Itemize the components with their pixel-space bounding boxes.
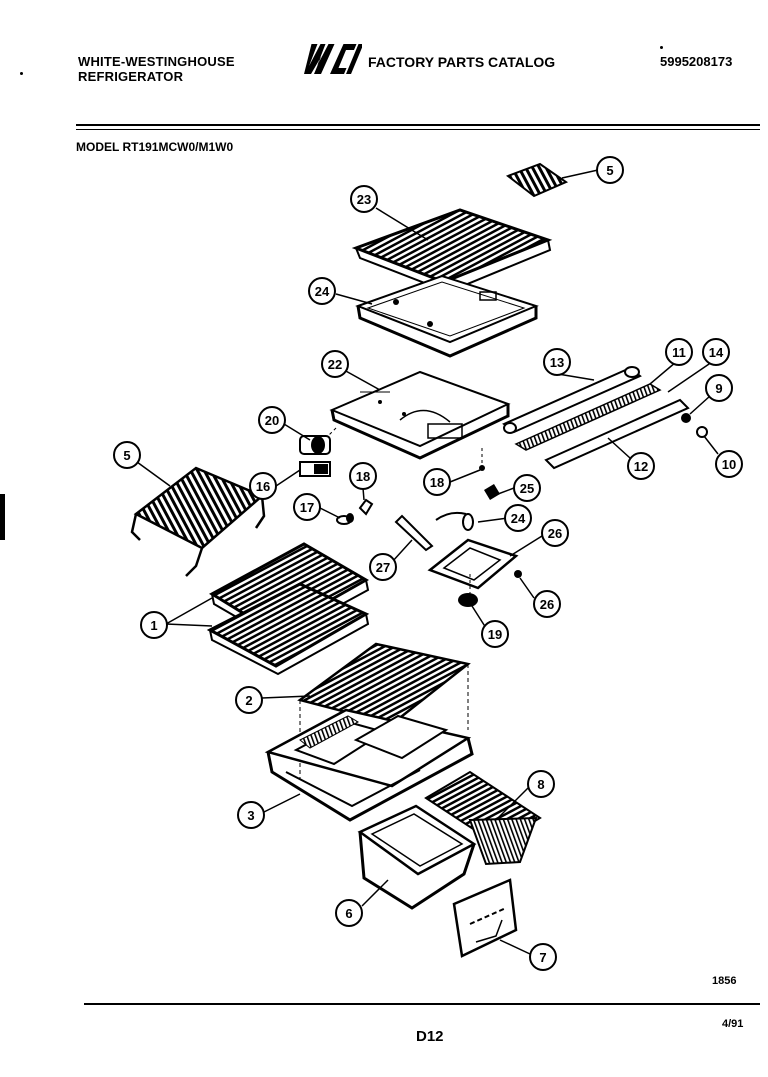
callout-21: 22	[321, 350, 349, 378]
callout-label: 10	[722, 457, 736, 472]
callout-13: 13	[543, 348, 571, 376]
callout-24: 24	[504, 504, 532, 532]
callout-6: 6	[335, 899, 363, 927]
callout-16: 16	[249, 472, 277, 500]
callout-14: 14	[702, 338, 730, 366]
leader-lines	[136, 169, 719, 955]
part-12-channel	[544, 398, 690, 470]
callout-label: 22	[328, 357, 342, 372]
callout-7: 7	[529, 943, 557, 971]
part-24-shaft	[435, 511, 474, 531]
callout-label: 25	[520, 481, 534, 496]
part-21-panel	[327, 370, 511, 471]
callout-18-lower: 18	[423, 468, 451, 496]
callout-label: 13	[550, 355, 564, 370]
callout-label: 9	[715, 381, 722, 396]
callout-label: 7	[539, 950, 546, 965]
part-13-rail	[502, 366, 642, 434]
callout-20: 20	[258, 406, 286, 434]
header-rule-thin	[76, 129, 760, 130]
binding-edge-mark	[0, 494, 5, 540]
callout-label: 8	[537, 777, 544, 792]
scan-speck	[660, 46, 663, 49]
callout-label: 2	[245, 693, 252, 708]
part-11-heater	[514, 383, 662, 451]
part-16-motor-bracket	[299, 461, 331, 477]
callout-label: 19	[488, 627, 502, 642]
part-3-crisper-frame	[264, 708, 474, 822]
callout-26-lower: 26	[533, 590, 561, 618]
part-23-tray	[355, 274, 539, 358]
callout-17: 17	[293, 493, 321, 521]
callout-11: 11	[665, 338, 693, 366]
brand-block: WHITE-WESTINGHOUSE REFRIGERATOR	[78, 54, 235, 84]
callout-label: 24	[315, 284, 330, 299]
callout-label: 24	[511, 511, 526, 526]
part-8-wire-basket	[424, 770, 542, 866]
part-27-bracket	[394, 514, 434, 552]
callout-label: 12	[634, 459, 648, 474]
callout-label: 23	[357, 192, 371, 207]
callout-label: 26	[548, 526, 562, 541]
callout-label: 1	[150, 618, 157, 633]
part-5-wire-rack	[130, 466, 266, 577]
brand-name: WHITE-WESTINGHOUSE	[78, 54, 235, 69]
drawing-code: 1856	[712, 975, 737, 987]
callout-12: 12	[627, 452, 655, 480]
page-number: D12	[416, 1028, 444, 1045]
wci-logo	[304, 44, 362, 74]
part-20-fan-motor	[299, 435, 331, 455]
part-25-knob	[484, 484, 500, 500]
callout-9: 9	[705, 374, 733, 402]
product-type: REFRIGERATOR	[78, 69, 184, 84]
callout-label: 14	[709, 345, 724, 360]
callout-label: 27	[376, 560, 390, 575]
part-7-drawer-front	[452, 878, 518, 958]
callout-27: 27	[369, 553, 397, 581]
part-4-ice-tray	[505, 162, 569, 198]
scan-speck	[20, 72, 23, 75]
callout-label: 3	[247, 808, 254, 823]
callout-26-upper: 26	[541, 519, 569, 547]
part-1-shelf-lower	[206, 582, 370, 676]
callout-label: 18	[430, 475, 444, 490]
callout-1: 1	[140, 611, 168, 639]
callout-23: 24	[308, 277, 336, 305]
callout-3: 3	[237, 801, 265, 829]
footer-rule	[84, 1003, 760, 1005]
callout-10: 10	[715, 450, 743, 478]
callout-2: 2	[235, 686, 263, 714]
callout-label: 5	[606, 163, 613, 178]
part-6-crisper-drawer	[357, 804, 477, 910]
callout-label: 18	[356, 469, 370, 484]
callout-label: 26	[540, 597, 554, 612]
catalog-title: FACTORY PARTS CATALOG	[368, 54, 556, 70]
callout-label: 11	[672, 345, 686, 360]
callout-label: 20	[265, 413, 279, 428]
callout-4: 5	[596, 156, 624, 184]
callout-8: 8	[527, 770, 555, 798]
callout-label: 17	[300, 500, 314, 515]
callout-label: 16	[256, 479, 270, 494]
callout-5: 5	[113, 441, 141, 469]
callout-18-upper: 18	[349, 462, 377, 490]
callout-25: 25	[513, 474, 541, 502]
callout-19: 19	[481, 620, 509, 648]
part-9-10-fasteners	[681, 413, 708, 438]
part-19-control-knob	[458, 593, 478, 607]
header-rule	[76, 124, 760, 126]
callout-label: 5	[123, 448, 130, 463]
callout-label: 6	[345, 906, 352, 921]
revision-date: 4/91	[722, 1018, 744, 1030]
catalog-number: 5995208173	[660, 54, 733, 69]
part-26-damper-housing	[427, 538, 522, 594]
part-18-screw	[358, 498, 374, 516]
model-number: MODEL RT191MCW0/M1W0	[76, 140, 234, 154]
callout-22: 23	[350, 185, 378, 213]
part-17-grommet	[336, 513, 354, 525]
